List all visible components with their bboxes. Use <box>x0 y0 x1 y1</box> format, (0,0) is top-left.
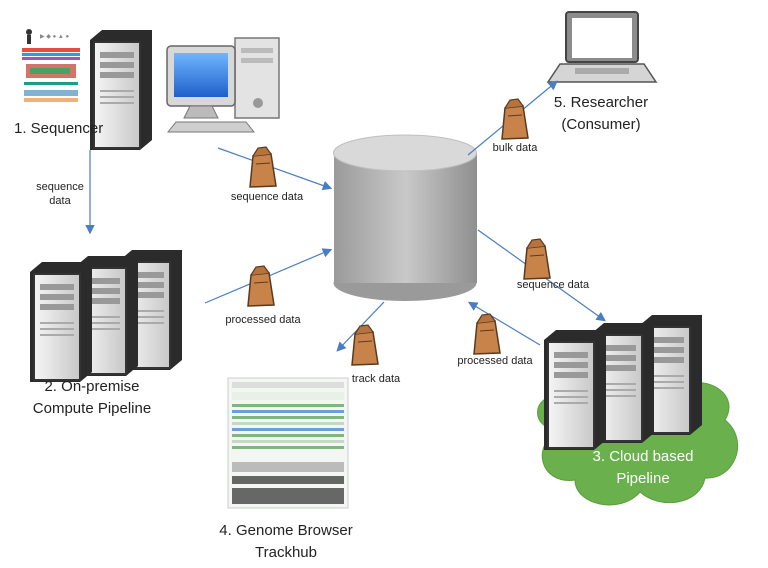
edge-label-onprem-to-db: processed data <box>225 314 301 326</box>
bag-icon-onprem <box>247 265 275 307</box>
edge-label-bulk: bulk data <box>492 142 538 154</box>
browser-label-line2: Trackhub <box>255 544 317 561</box>
onprem-server-icon-1 <box>29 261 93 383</box>
bag-icon-cloud-in <box>523 238 551 280</box>
database-cylinder <box>333 134 477 301</box>
edge-label-seq-down-line2: data <box>49 195 71 207</box>
bag-icon-bulk <box>501 98 529 140</box>
edge-label-seq-to-db: sequence data <box>230 191 304 203</box>
edge-label-track: track data <box>351 373 401 385</box>
browser-label: 4. Genome Browser Trackhub <box>196 520 376 564</box>
researcher-label-line1: 5. Researcher <box>553 94 649 111</box>
researcher-label: 5. Researcher (Consumer) <box>536 92 666 136</box>
onprem-label: 2. On-premise Compute Pipeline <box>12 376 172 420</box>
onprem-label-line2: Compute Pipeline <box>32 400 152 417</box>
cloud-label: 3. Cloud based Pipeline <box>568 446 718 490</box>
browser-label-line1: 4. Genome Browser <box>219 522 353 539</box>
svg-text:▶ ◆ ● ▲ ●: ▶ ◆ ● ▲ ● <box>40 34 69 40</box>
edge-label-seq-down-line1: sequence <box>36 181 84 193</box>
bag-icon-seq <box>249 146 277 188</box>
arrow-seq-to-db <box>217 147 333 191</box>
cloud-server-icon-1 <box>543 329 607 451</box>
cloud-label-line1: 3. Cloud based <box>592 448 694 465</box>
desktop-computer-icon <box>166 37 280 133</box>
edge-label-db-to-cloud: sequence data <box>516 279 590 291</box>
genome-browser-screenshot <box>227 377 349 509</box>
arrow-cloud-to-db <box>467 301 541 346</box>
edge-label-seq-down: sequence data <box>20 180 100 208</box>
edge-label-cloud-to-db: processed data <box>457 355 533 367</box>
sequencer-label: 1. Sequencer <box>14 120 104 137</box>
onprem-label-line1: 2. On-premise <box>44 378 140 395</box>
laptop-icon <box>546 11 658 83</box>
researcher-label-line2: (Consumer) <box>561 116 641 133</box>
sequencer-data-graphic: ▶ ◆ ● ▲ ● <box>22 29 80 102</box>
bag-icon-cloud-out <box>473 313 501 355</box>
cloud-label-line2: Pipeline <box>616 470 670 487</box>
